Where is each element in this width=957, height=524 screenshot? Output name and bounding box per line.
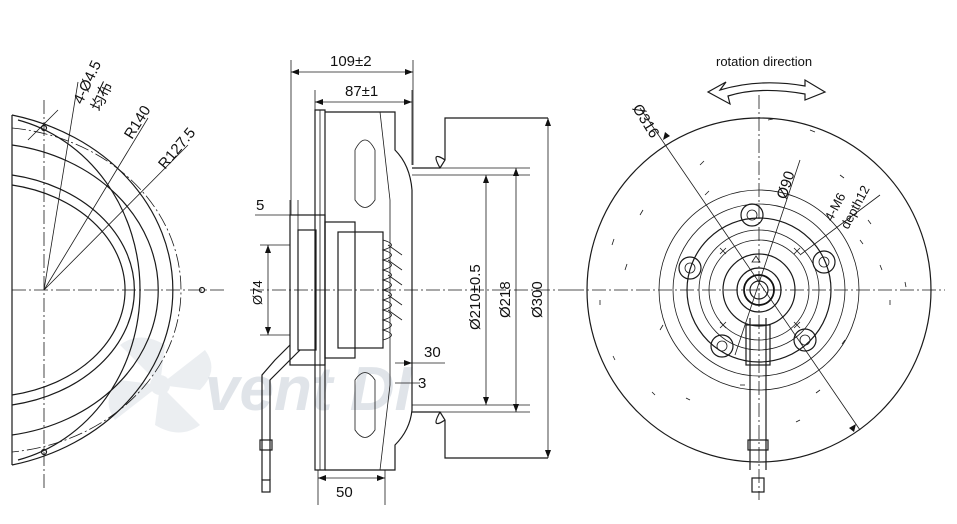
- dim-impeller-diameter: Ø316: [629, 101, 663, 141]
- front-impeller-outer: [586, 117, 932, 463]
- watermark-fan-icon: [108, 337, 212, 433]
- front-shaft: [749, 280, 769, 300]
- radius-inner-label: R127.5: [155, 125, 199, 173]
- left-arc-r140: [11, 114, 174, 466]
- front-hub: [736, 267, 782, 313]
- leader-r140: [43, 117, 149, 291]
- front-thread-markers: [719, 247, 801, 329]
- side-motor-windings: [381, 239, 403, 341]
- side-view: 109±2 87±1 5 Ø74 Ø210±0.5 Ø218 Ø300: [250, 53, 570, 505]
- front-ring-5: [708, 239, 810, 341]
- leader-thread: [799, 194, 881, 256]
- leader-r127: [43, 144, 189, 291]
- dim-outer-diameter: Ø300: [529, 281, 546, 318]
- dim-hub-diameter: Ø74: [250, 280, 265, 305]
- side-cable-tie: [259, 439, 273, 451]
- front-ring-4: [698, 229, 820, 351]
- arrows-50: [318, 475, 385, 481]
- leader-90: [734, 159, 801, 356]
- front-mount-lugs: [678, 203, 836, 358]
- side-inlet-lip-bottom: [435, 411, 446, 425]
- leader-holes: [43, 81, 79, 291]
- side-cable-end: [261, 479, 271, 493]
- rotation-arrow-icon: [706, 78, 827, 106]
- dim-cable-offset: 50: [336, 484, 353, 501]
- left-arc-inner3: [11, 184, 126, 396]
- front-shaft-outer: [743, 274, 775, 306]
- rotation-label: rotation direction: [716, 54, 812, 69]
- front-blade-slots: [599, 118, 907, 423]
- side-slot-bottom: [354, 372, 376, 438]
- left-arc-r127: [11, 127, 182, 453]
- front-ring-2: [672, 203, 846, 377]
- front-cable-tie: [747, 439, 769, 451]
- dim-offset-3: 3: [418, 375, 426, 392]
- leader-holes-tick: [27, 109, 59, 141]
- watermark: vent DI: [108, 337, 413, 433]
- front-ring-3: [686, 217, 832, 363]
- side-motor-flange: [324, 221, 356, 359]
- arrow-30: [404, 360, 412, 366]
- left-arc-inner2: [11, 174, 135, 406]
- side-inlet-lip-top: [435, 155, 446, 169]
- side-blade-profile: [325, 111, 413, 471]
- left-hole-bottom: [40, 448, 48, 456]
- dim-overall-depth: 109±2: [330, 53, 372, 70]
- front-hub-outer: [722, 253, 796, 327]
- side-motor-cap: [297, 229, 317, 351]
- leader-316: [639, 107, 861, 431]
- left-arc-inner1: [11, 144, 159, 436]
- side-inlet-top: [412, 117, 548, 169]
- side-inlet-bottom: [412, 411, 548, 459]
- radius-outer-label: R140: [121, 103, 154, 142]
- front-cable-end: [751, 477, 765, 493]
- front-view: rotation direction Ø316 Ø90 4-M6 depth12: [570, 54, 945, 500]
- side-slot-top: [354, 139, 376, 208]
- front-cable-gland: [745, 324, 771, 366]
- dim-ring-diameter: Ø218: [497, 281, 514, 318]
- dim-flange-thickness: 5: [256, 197, 264, 214]
- front-cable: [749, 318, 767, 470]
- dim-inlet-diameter: Ø210±0.5: [467, 264, 484, 330]
- watermark-text: vent DI: [205, 355, 413, 424]
- left-hole-top: [40, 124, 48, 132]
- dim-offset-30: 30: [424, 344, 441, 361]
- left-hole-right: [198, 286, 206, 294]
- dim-body-depth: 87±1: [345, 83, 378, 100]
- side-cable: [261, 344, 301, 480]
- left-arc-outer: [17, 119, 141, 461]
- front-ring-1: [658, 189, 860, 391]
